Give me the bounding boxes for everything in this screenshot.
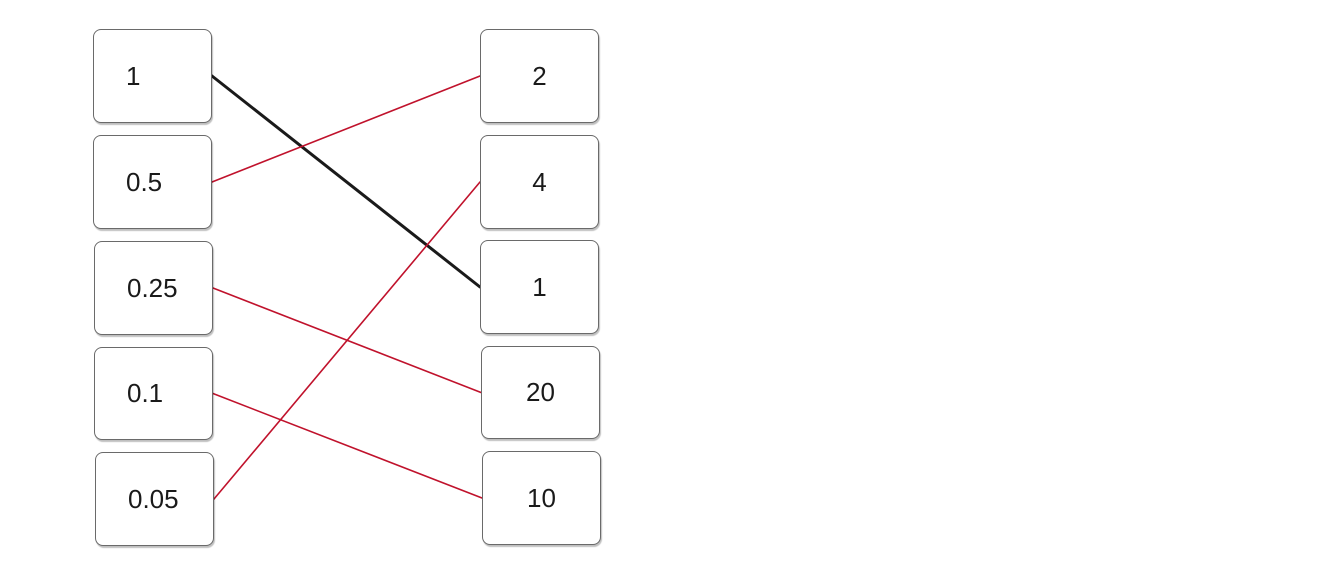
right-box-label: 2: [532, 60, 547, 91]
left-box-3: 0.25: [94, 241, 213, 335]
left-box-label: 0.25: [127, 272, 178, 303]
answer-line-3: [212, 287, 482, 394]
right-box-2: 4: [480, 135, 599, 229]
right-box-label: 20: [526, 377, 555, 407]
right-box-label: 1: [532, 271, 547, 302]
answer-line-2: [211, 75, 481, 183]
left-box-label: 1: [126, 60, 141, 91]
left-box-1: 1: [93, 29, 212, 123]
answer-line-5: [213, 181, 481, 500]
right-box-5: 10: [482, 451, 601, 545]
right-box-4: 20: [481, 346, 600, 439]
left-box-2: 0.5: [93, 135, 212, 229]
left-box-4: 0.1: [94, 347, 213, 440]
right-box-3: 1: [480, 240, 599, 334]
right-box-label: 10: [527, 482, 556, 513]
answer-line-4: [212, 392, 483, 499]
left-box-label: 0.5: [126, 166, 163, 197]
left-box-5: 0.05: [95, 452, 214, 546]
example-line-1: [210, 74, 482, 289]
left-box-label: 0.1: [127, 378, 164, 408]
left-box-label: 0.05: [128, 483, 179, 514]
right-box-label: 4: [532, 166, 547, 197]
right-box-1: 2: [480, 29, 599, 123]
